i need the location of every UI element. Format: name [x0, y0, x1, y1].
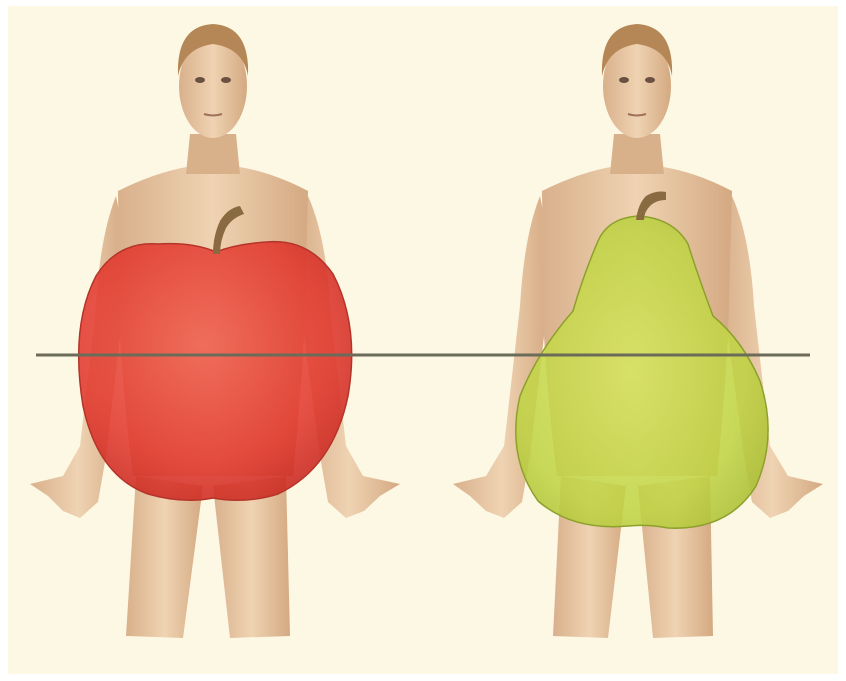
- apple-overlay: [79, 242, 352, 501]
- apple-shape-figure: [30, 24, 400, 638]
- left-figure-neck: [186, 134, 240, 174]
- pear-shape-figure: [453, 24, 823, 638]
- left-figure-left-eye: [195, 77, 205, 83]
- right-figure-left-eye: [619, 77, 629, 83]
- left-figure-right-eye: [221, 77, 231, 83]
- right-figure-right-eye: [645, 77, 655, 83]
- body-shape-illustration: [8, 6, 838, 674]
- illustration-canvas: [8, 6, 838, 674]
- right-figure-neck: [610, 134, 664, 174]
